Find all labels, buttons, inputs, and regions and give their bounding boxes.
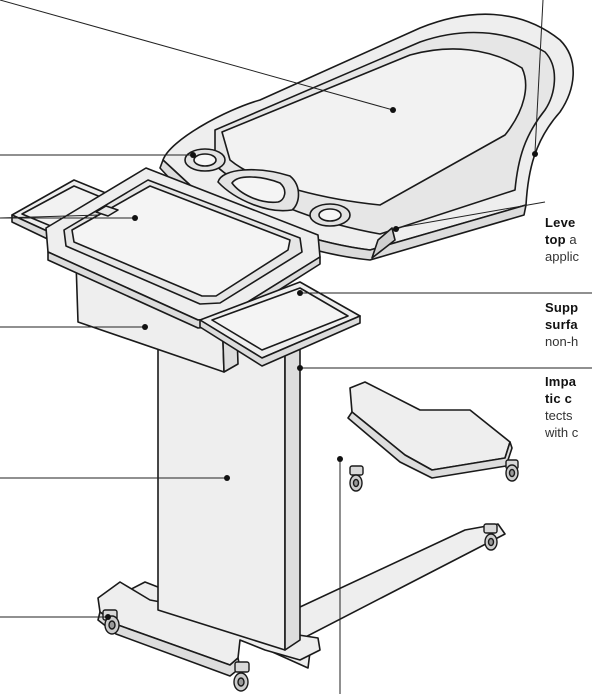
- dot-storage: [142, 324, 148, 330]
- leader-dots: [105, 107, 538, 620]
- leader-line-main-top: [0, 0, 394, 111]
- callout-support: Supp surfa non-h: [545, 299, 578, 350]
- dot-cup-holder: [190, 152, 196, 158]
- caster-wheels: [102, 459, 519, 692]
- caster-front-left: [102, 609, 120, 635]
- callout-support-line2-bold: surfa: [545, 317, 578, 332]
- callout-impact-line3: tects: [545, 408, 573, 423]
- dot-impact: [297, 365, 303, 371]
- dot-front-tray: [132, 215, 138, 221]
- caster-rear-right-2: [505, 459, 519, 482]
- callout-support-line3: non-h: [545, 334, 579, 349]
- caster-rear-right-1: [483, 523, 498, 551]
- callout-lever-line2-bold: top: [545, 232, 566, 247]
- dot-lever: [393, 226, 399, 232]
- callout-impact-line2-bold: tic c: [545, 391, 573, 406]
- callout-support-title: Supp: [545, 300, 579, 315]
- callout-lever-line3: applic: [545, 249, 579, 264]
- main-tilting-top: [159, 13, 574, 261]
- caster-rear-left: [349, 465, 364, 492]
- base-rear-foot: [347, 381, 513, 479]
- dot-column: [224, 475, 230, 481]
- dot-top-edge: [532, 151, 538, 157]
- leader-line-top-edge: [534, 0, 544, 153]
- callout-lever-title: Leve: [545, 215, 576, 230]
- caster-front-right: [233, 661, 250, 692]
- leader-line-lever: [395, 201, 546, 229]
- cup-holder-left: [184, 148, 226, 172]
- callout-lever: Leve top a applic: [545, 214, 579, 265]
- callout-impact: Impa tic c tects with c: [545, 373, 578, 441]
- right-side-tray: [199, 281, 361, 367]
- dot-caster: [105, 614, 111, 620]
- support-column: [157, 317, 301, 651]
- cup-holder-right: [309, 203, 351, 227]
- dot-support: [297, 290, 303, 296]
- dot-crossbar: [337, 456, 343, 462]
- callout-lever-line2-rest: a: [565, 232, 577, 247]
- callout-impact-line4: with c: [545, 425, 579, 440]
- dot-main-top: [390, 107, 396, 113]
- callout-impact-title: Impa: [545, 374, 577, 389]
